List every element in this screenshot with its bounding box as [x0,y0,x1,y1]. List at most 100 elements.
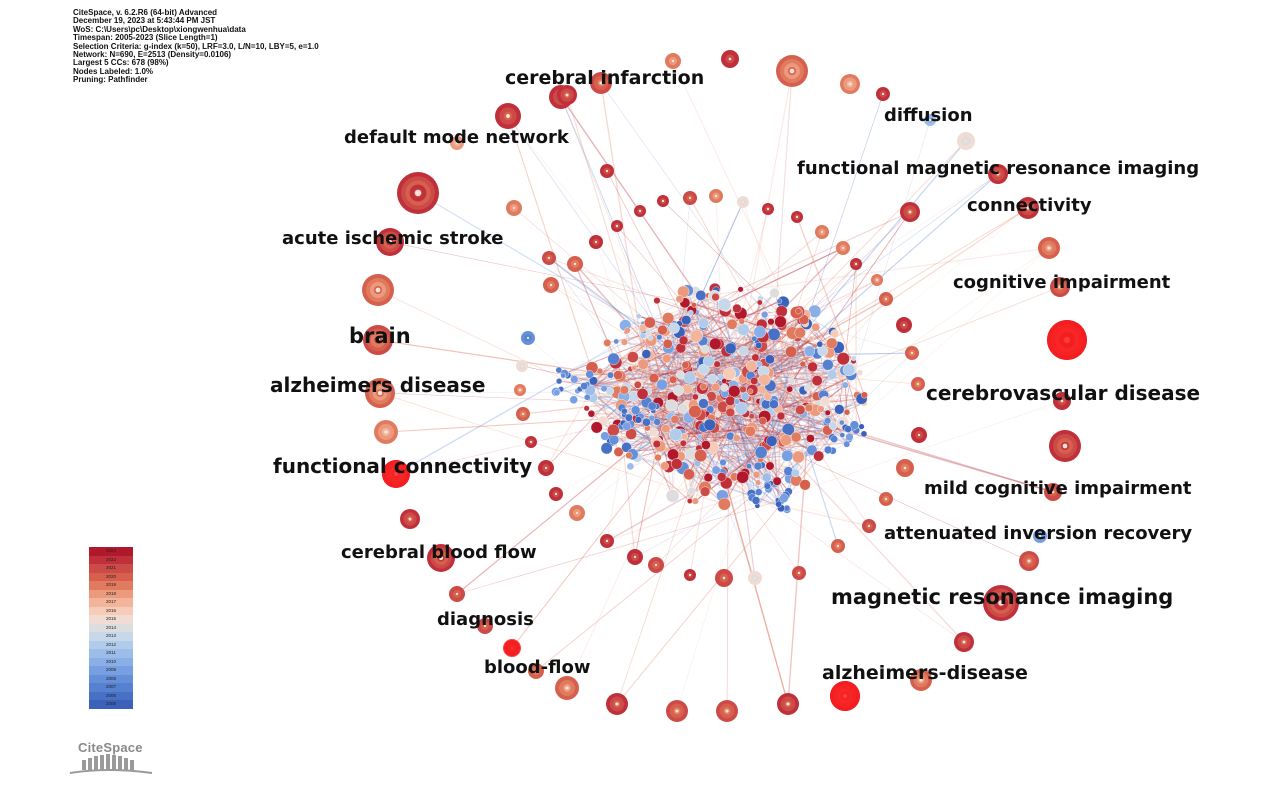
metadata-line: December 19, 2023 at 5:43:44 PM JST [73,16,216,26]
keyword-node [843,440,851,448]
network-edge [625,331,761,389]
keyword-node [799,360,807,368]
legend-year-cell: 2019 [89,581,133,590]
keyword-node [662,312,675,325]
keyword-node [871,274,883,286]
network-edge [730,292,776,349]
keyword-node [836,352,850,366]
keyword-node [363,325,393,355]
keyword-node [769,287,780,299]
network-edge [799,332,820,457]
network-edge [666,429,789,450]
network-edge [765,403,1054,493]
keyword-node [748,571,762,585]
keyword-node [695,290,707,301]
network-edge [606,384,846,449]
keyword-node [811,375,823,387]
keyword-node [678,403,689,414]
keyword-node [647,335,654,341]
network-edge [787,320,802,472]
network-edge [574,263,785,499]
metadata-line: CiteSpace, v. 6.2.R6 (64-bit) Advanced [73,8,218,17]
keyword-node [681,432,689,440]
keyword-node [716,700,738,722]
keyword-node [905,346,919,360]
keyword-node [644,316,656,329]
legend-year-cell: 2009 [89,666,133,675]
keyword-node [767,327,781,341]
keyword-node [957,132,975,150]
network-edge [613,310,816,431]
keyword-node [811,322,821,332]
keyword-node [713,360,721,368]
network-edge [760,425,834,461]
legend-year-cell: 2008 [89,674,133,683]
keyword-node [795,404,806,416]
keyword-node [687,309,694,316]
keyword-node [824,445,833,454]
keyword-node [600,442,613,455]
keyword-node [374,420,398,444]
keyword-node [569,395,578,404]
keyword-node [588,376,598,386]
keyword-node [686,498,693,504]
metadata-line: Nodes Labeled: 1.0% [73,66,154,76]
keyword-node [728,385,741,398]
legend-year-label: 2014 [105,624,116,630]
keyword-node [711,292,720,302]
keyword-node [506,200,522,216]
legend-year-label: 2005 [105,701,116,706]
keyword-node [656,334,663,341]
keyword-label: cognitive impairment [953,272,1171,293]
keyword-node [767,318,775,326]
keyword-node [703,473,713,483]
keyword-node [525,436,537,448]
legend-year-label: 2022 [105,556,116,562]
keyword-node [826,337,838,349]
keyword-node [648,557,664,573]
network-edge [456,499,782,595]
keyword-node [817,405,825,413]
logo-text: CiteSpace [78,740,143,755]
keyword-node [862,519,876,533]
keyword-node [625,451,633,459]
keyword-node [836,241,850,255]
keyword-node [820,396,831,407]
legend-year-label: 2013 [105,633,116,638]
keyword-node [585,370,594,379]
keyword-node [726,318,738,330]
network-edge [563,365,752,376]
keyword-node [900,202,920,222]
legend-year-cell: 2010 [89,657,133,666]
keyword-node [725,395,736,406]
keyword-node [803,345,816,357]
keyword-node [775,500,782,508]
network-edge [678,298,759,467]
network-edge [725,306,734,374]
keyword-node [761,310,769,319]
keyword-node [711,382,721,392]
keyword-node [780,434,792,446]
keyword-node [671,458,683,470]
keyword-node [1017,197,1039,219]
network-edge [662,200,842,374]
keyword-node [669,375,678,384]
keyword-node [611,220,623,232]
keyword-node [652,440,661,449]
keyword-node [634,416,643,424]
network-edge [734,372,784,443]
keyword-node [703,418,716,431]
keyword-node [675,295,684,303]
keyword-node [745,360,758,372]
legend-year-cell: 2022 [89,555,133,564]
network-edge [548,257,652,341]
keyword-node [682,384,693,395]
network-edge [556,362,616,394]
metadata-line: Timespan: 2005-2023 (Slice Length=1) [73,33,218,43]
keyword-node [1033,529,1047,543]
network-edge [788,429,833,438]
keyword-node [662,354,672,364]
keyword-node [521,331,535,345]
